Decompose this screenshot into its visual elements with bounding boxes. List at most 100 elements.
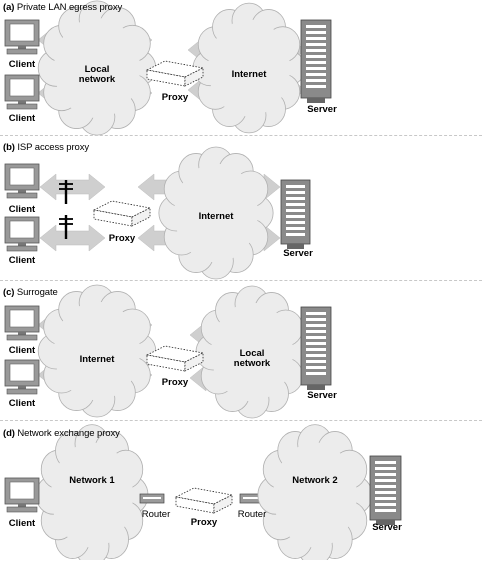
- proxy-side: [213, 494, 233, 514]
- server-icon: [300, 19, 332, 103]
- panel-b-name: ISP access proxy: [17, 142, 90, 153]
- panel-b-title: (b) ISP access proxy: [3, 142, 89, 153]
- panel-d-title: (d) Network exchange proxy: [3, 428, 120, 439]
- proxy-label: Proxy: [190, 517, 218, 528]
- monitor-neck: [18, 101, 26, 104]
- server-slot: [375, 461, 396, 464]
- server-slot: [306, 43, 326, 46]
- proxy-side: [131, 207, 151, 227]
- server-base: [307, 98, 325, 103]
- cloud-body: [51, 442, 133, 548]
- server-base: [287, 244, 304, 249]
- proxy-side: [184, 67, 204, 87]
- server-slot: [306, 37, 326, 40]
- computer-base: [6, 103, 38, 110]
- internet-label: Internet: [79, 354, 115, 365]
- network-cloud: [257, 424, 373, 565]
- router-label: Router: [237, 509, 267, 520]
- internet-label: Internet: [231, 69, 267, 80]
- server-slot: [306, 73, 326, 76]
- client-label: Client: [8, 59, 36, 70]
- computer-icon: [4, 359, 40, 395]
- proxy-top: [92, 200, 152, 218]
- computer-icon: [4, 19, 40, 55]
- proxy-device-icon: [145, 60, 205, 87]
- panel-b-letter: (b): [3, 142, 15, 153]
- bidirectional-arrow: [39, 173, 106, 201]
- server-slot: [306, 25, 326, 28]
- server-slot: [306, 330, 326, 333]
- cloud-body: [53, 301, 141, 401]
- internet-label: Internet: [198, 211, 234, 222]
- client-label: Client: [8, 518, 36, 529]
- server-slot: [375, 467, 396, 470]
- server-icon: [280, 179, 311, 249]
- network-2-label: Network 2: [292, 475, 338, 486]
- monitor-neck: [18, 243, 26, 246]
- server-label: Server: [307, 390, 337, 401]
- proxy-device-icon: [174, 487, 234, 514]
- server-slot: [375, 485, 396, 488]
- server-slot: [286, 233, 305, 236]
- client-label: Client: [8, 398, 36, 409]
- cloud-body: [273, 442, 357, 548]
- computer-icon: [4, 163, 40, 199]
- monitor-screen: [9, 481, 35, 500]
- local-network-label: Local network: [233, 348, 271, 369]
- server-slot: [306, 49, 326, 52]
- server-base: [307, 385, 325, 390]
- server-slot: [286, 197, 305, 200]
- server-icon: [369, 455, 402, 525]
- proxy-top: [145, 345, 205, 363]
- proxy-side: [184, 352, 204, 372]
- panel-c-letter: (c): [3, 287, 15, 298]
- server-slot: [306, 324, 326, 327]
- router-icon: [139, 493, 165, 504]
- computer-base: [6, 48, 38, 55]
- proxy-front: [146, 354, 186, 372]
- server-slot: [306, 342, 326, 345]
- computer-icon: [4, 305, 40, 341]
- computer-base: [6, 334, 38, 341]
- client-label: Client: [8, 255, 36, 266]
- panel-c-title: (c) Surrogate: [3, 287, 58, 298]
- server-slot: [306, 79, 326, 82]
- server-slot: [306, 366, 326, 369]
- client-label: Client: [8, 113, 36, 124]
- panel-a-name: Private LAN egress proxy: [16, 2, 123, 13]
- cloud-body: [211, 302, 293, 402]
- monitor-neck: [18, 386, 26, 389]
- network-cloud: [37, 0, 157, 136]
- server-base: [376, 520, 395, 525]
- network-cloud: [195, 285, 309, 419]
- network-cloud: [37, 284, 157, 418]
- router-stripe: [243, 497, 261, 499]
- client-label: Client: [8, 204, 36, 215]
- computer-base: [6, 245, 38, 252]
- server-label: Server: [307, 104, 337, 115]
- server-slot: [306, 318, 326, 321]
- cloud-body: [53, 17, 141, 119]
- monitor-screen: [9, 167, 35, 186]
- monitor-screen: [9, 23, 35, 42]
- monitor-neck: [18, 190, 26, 193]
- computer-base: [6, 388, 38, 395]
- local-network-label: Local network: [78, 64, 116, 85]
- server-slot: [306, 85, 326, 88]
- server-slot: [286, 191, 305, 194]
- server-slot: [375, 491, 396, 494]
- computer-base: [6, 192, 38, 199]
- network-cloud: [192, 2, 306, 134]
- server-slot: [306, 31, 326, 34]
- cloud-body: [174, 163, 258, 263]
- server-icon: [300, 306, 332, 390]
- proxy-front: [146, 69, 186, 87]
- access-line-icon: [59, 180, 73, 204]
- server-slot: [286, 185, 305, 188]
- server-slot: [306, 348, 326, 351]
- proxy-label: Proxy: [108, 233, 136, 244]
- server-slot: [306, 354, 326, 357]
- server-slot: [286, 215, 305, 218]
- computer-icon: [4, 477, 40, 513]
